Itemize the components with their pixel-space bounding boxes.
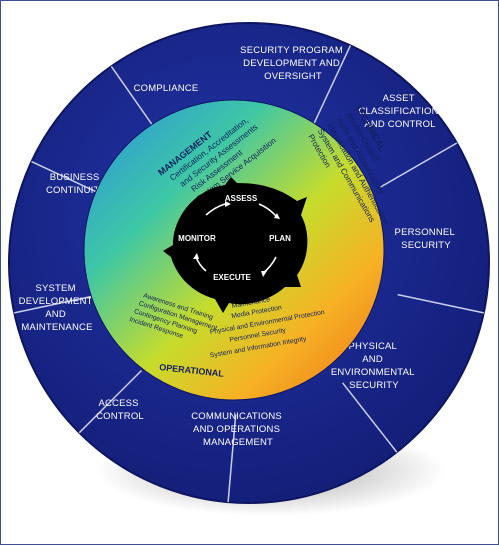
cycle-plan[interactable]: PLAN — [269, 234, 291, 243]
segment-personnel-security[interactable]: PERSONNEL SECURITY — [395, 227, 458, 251]
arrow-icon — [205, 203, 226, 216]
segment-divider — [380, 142, 458, 188]
arrow-heads — [193, 201, 280, 277]
segment-physical-environmental[interactable]: PHYSICAL AND ENVIRONMENTAL SECURITY — [331, 341, 417, 391]
cycle-monitor[interactable]: MONITOR — [178, 234, 216, 243]
segment-divider — [312, 45, 352, 126]
arrowhead-icon — [193, 253, 199, 259]
arrowhead-icon — [225, 201, 231, 207]
segment-system-development[interactable]: SYSTEM DEVELOPMENT AND MAINTENANCE — [19, 283, 96, 333]
segment-communications-operations[interactable]: COMMUNICATIONS AND OPERATIONS MANAGEMENT — [191, 411, 285, 448]
segment-access-control[interactable]: ACCESS CONTROL — [96, 398, 144, 422]
segment-divider — [78, 369, 143, 434]
segment-divider — [14, 293, 101, 314]
arrowhead-icon — [261, 271, 267, 277]
segment-asset-classification[interactable]: ASSET CLASSIFICATION AND CONTROL — [358, 93, 441, 130]
segment-security-program[interactable]: SECURITY PROGRAM DEVELOPMENT AND OVERSIG… — [240, 45, 346, 82]
cycle-assess[interactable]: ASSESS — [225, 194, 258, 203]
cycle-execute[interactable]: EXECUTE — [213, 273, 251, 282]
segment-divider — [397, 293, 484, 314]
arrowhead-icon — [274, 213, 280, 219]
segment-divider — [227, 414, 237, 503]
segment-divider — [341, 382, 398, 453]
outer-segment-labels: COMPLIANCE SECURITY PROGRAM DEVELOPMENT … — [19, 45, 458, 448]
segment-business-continuity[interactable]: BUSINESS CONTINUITY — [46, 172, 107, 196]
segment-compliance[interactable]: COMPLIANCE — [134, 83, 199, 94]
